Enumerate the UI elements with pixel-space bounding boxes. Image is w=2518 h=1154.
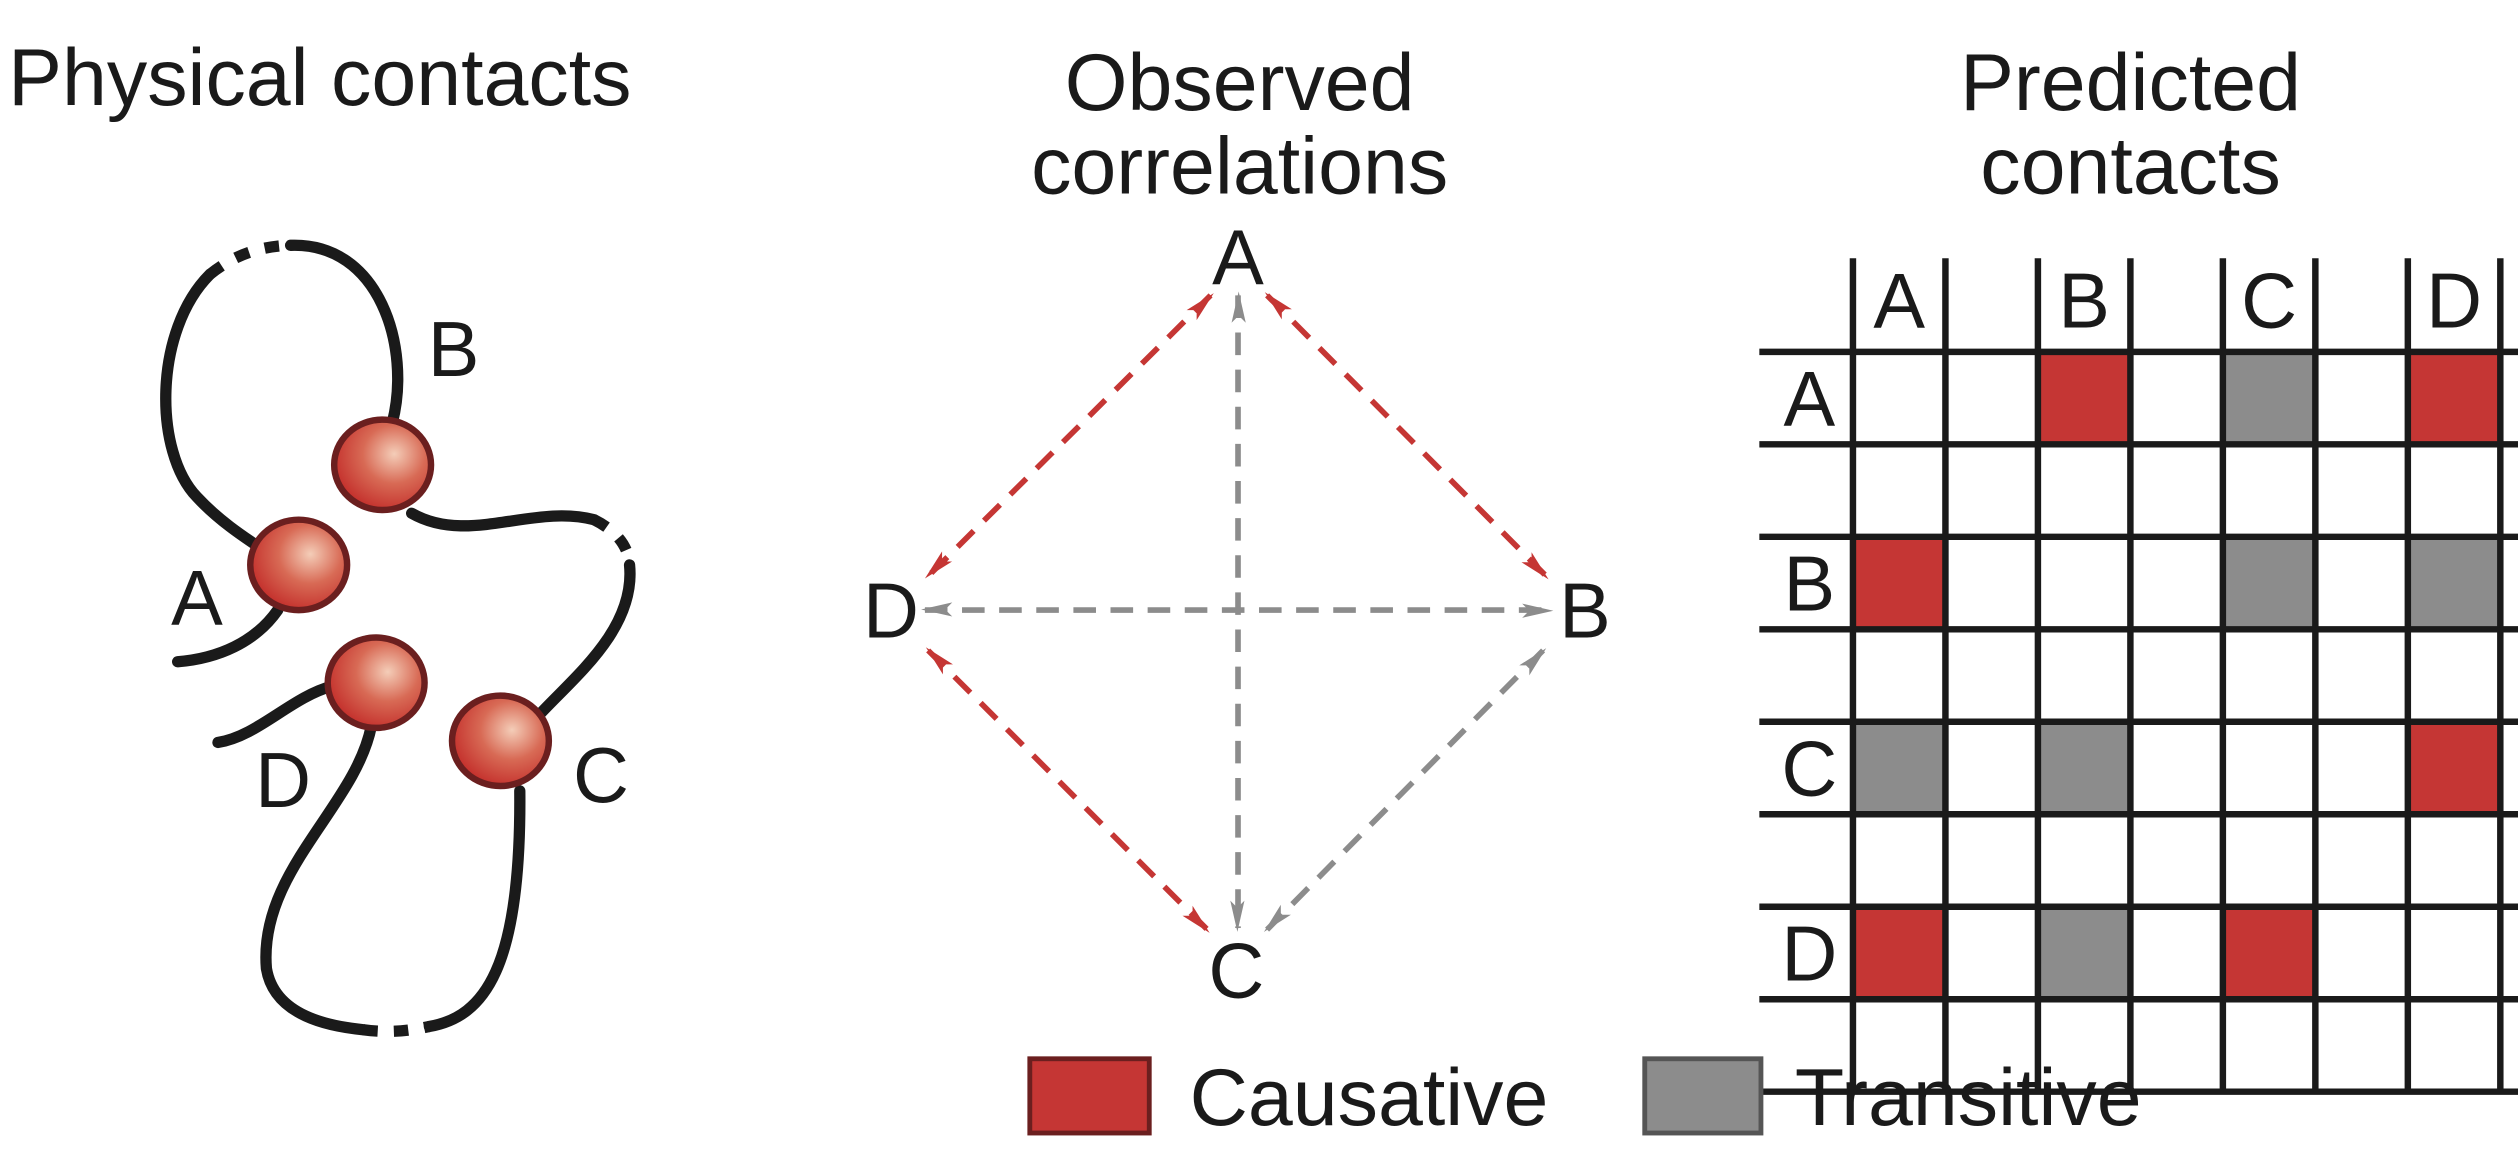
legend-transitive-label: Transitive bbox=[1795, 1053, 2142, 1143]
legend-transitive-swatch bbox=[1642, 1056, 1764, 1136]
matrix-cell-d-a-causative bbox=[1852, 906, 1946, 1000]
matrix-cell-b-c-transitive bbox=[2222, 536, 2316, 630]
matrix-cell-a-c-transitive bbox=[2222, 351, 2316, 445]
matrix-cell-c-d-causative bbox=[2407, 721, 2501, 815]
matrix-cell-a-d-causative bbox=[2407, 351, 2501, 445]
edge-d-c-causative bbox=[925, 647, 1210, 933]
matrix-cell-c-b-transitive bbox=[2037, 721, 2131, 815]
matrix-cell-d-b-transitive bbox=[2037, 906, 2131, 1000]
residue-label-c: C bbox=[573, 733, 629, 819]
residue-label-b: B bbox=[428, 307, 480, 393]
residue-bead-b bbox=[330, 416, 435, 514]
matrix-cell-d-c-causative bbox=[2222, 906, 2316, 1000]
matrix-cell-a-b-causative bbox=[2037, 351, 2131, 445]
column-label-d: D bbox=[2426, 259, 2482, 345]
edge-a-d-causative bbox=[924, 293, 1214, 579]
legend-causative-label: Causative bbox=[1190, 1053, 1549, 1143]
row-label-b: B bbox=[1784, 541, 1836, 627]
matrix-cell-b-a-causative bbox=[1852, 536, 1946, 630]
matrix-cell-b-d-transitive bbox=[2407, 536, 2501, 630]
protein-chain bbox=[160, 239, 636, 1038]
node-d: D bbox=[863, 569, 919, 655]
legend: Causative Transitive bbox=[1027, 1053, 2142, 1143]
matrix-cell-c-a-transitive bbox=[1852, 721, 1946, 815]
residue-label-a: A bbox=[171, 556, 223, 642]
physical-contacts-panel: Physical contacts B A D C bbox=[8, 33, 636, 1038]
observed-correlations-panel: Observed correlations A B C D bbox=[863, 38, 1611, 1015]
edge-b-c-transitive bbox=[1263, 648, 1547, 932]
column-label-a: A bbox=[1873, 259, 1925, 345]
column-label-b: B bbox=[2058, 259, 2110, 345]
node-b: B bbox=[1559, 569, 1611, 655]
observed-title-line1: Observed bbox=[1065, 38, 1415, 128]
row-label-d: D bbox=[1781, 911, 1837, 997]
observed-title-line2: correlations bbox=[1031, 122, 1448, 212]
contact-matrix: A B C D A B C D bbox=[1759, 258, 2518, 1095]
residue-bead-a bbox=[247, 516, 351, 614]
predicted-title-line1: Predicted bbox=[1960, 38, 2301, 128]
predicted-title-line2: contacts bbox=[1980, 122, 2281, 212]
row-label-a: A bbox=[1784, 357, 1836, 443]
row-label-c: C bbox=[1781, 726, 1837, 812]
physical-contacts-title: Physical contacts bbox=[8, 33, 631, 123]
residue-bead-c bbox=[448, 692, 553, 790]
column-label-c: C bbox=[2241, 259, 2297, 345]
legend-causative-swatch bbox=[1027, 1056, 1152, 1136]
predicted-contacts-panel: Predicted contacts A B C D A B C D bbox=[1759, 38, 2518, 1095]
node-c: C bbox=[1208, 928, 1264, 1014]
residue-label-d: D bbox=[255, 738, 311, 824]
residue-bead-d bbox=[324, 634, 428, 732]
node-a: A bbox=[1212, 215, 1264, 301]
edge-a-b-causative bbox=[1264, 292, 1549, 580]
